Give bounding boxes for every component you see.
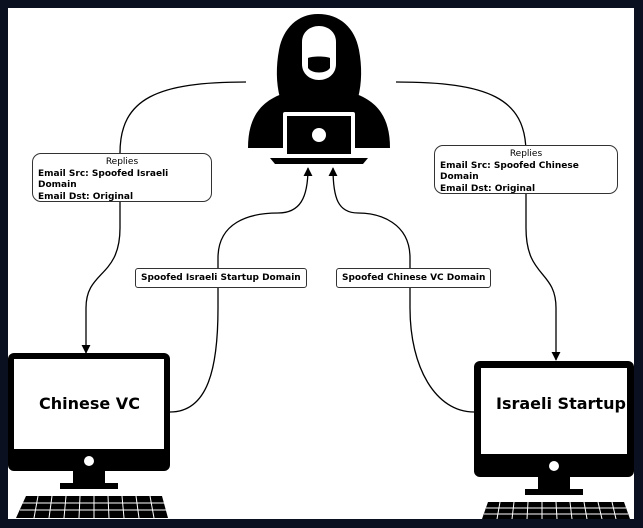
chinese-vc-label: Chinese VC: [39, 394, 140, 413]
spoofed-chinese-vc-label: Spoofed Chinese VC Domain: [336, 268, 492, 288]
arrow-chinese-vc-to-hacker: [169, 167, 313, 413]
arrow-israeli-startup-to-hacker: [328, 167, 475, 413]
israeli-startup-label: Israeli Startup: [496, 394, 626, 413]
left-replies-src: Email Src: Spoofed Israeli Domain: [38, 168, 169, 191]
diagram-svg: [8, 14, 634, 519]
spoofed-israeli-startup-label: Spoofed Israeli Startup Domain: [135, 268, 307, 288]
arrow-replies-to-chinese-vc: [81, 81, 247, 354]
arrow-replies-to-israeli-startup: [395, 81, 561, 361]
right-replies-dst: Email Dst: Original: [440, 183, 536, 194]
left-replies-dst: Email Dst: Original: [38, 191, 134, 202]
desktop-computer-icon-left: [8, 353, 170, 519]
desktop-computer-icon-right: [474, 361, 634, 519]
right-replies-title: Replies: [509, 149, 543, 159]
right-replies-src: Email Src: Spoofed Chinese Domain: [440, 160, 579, 183]
hooded-hacker-icon: [248, 14, 390, 164]
left-replies-box: Replies Email Src: Spoofed Israeli Domai…: [32, 153, 212, 202]
diagram-canvas: Replies Email Src: Spoofed Israeli Domai…: [8, 8, 634, 519]
right-replies-box: Replies Email Src: Spoofed Chinese Domai…: [434, 145, 618, 194]
left-replies-title: Replies: [105, 157, 139, 167]
